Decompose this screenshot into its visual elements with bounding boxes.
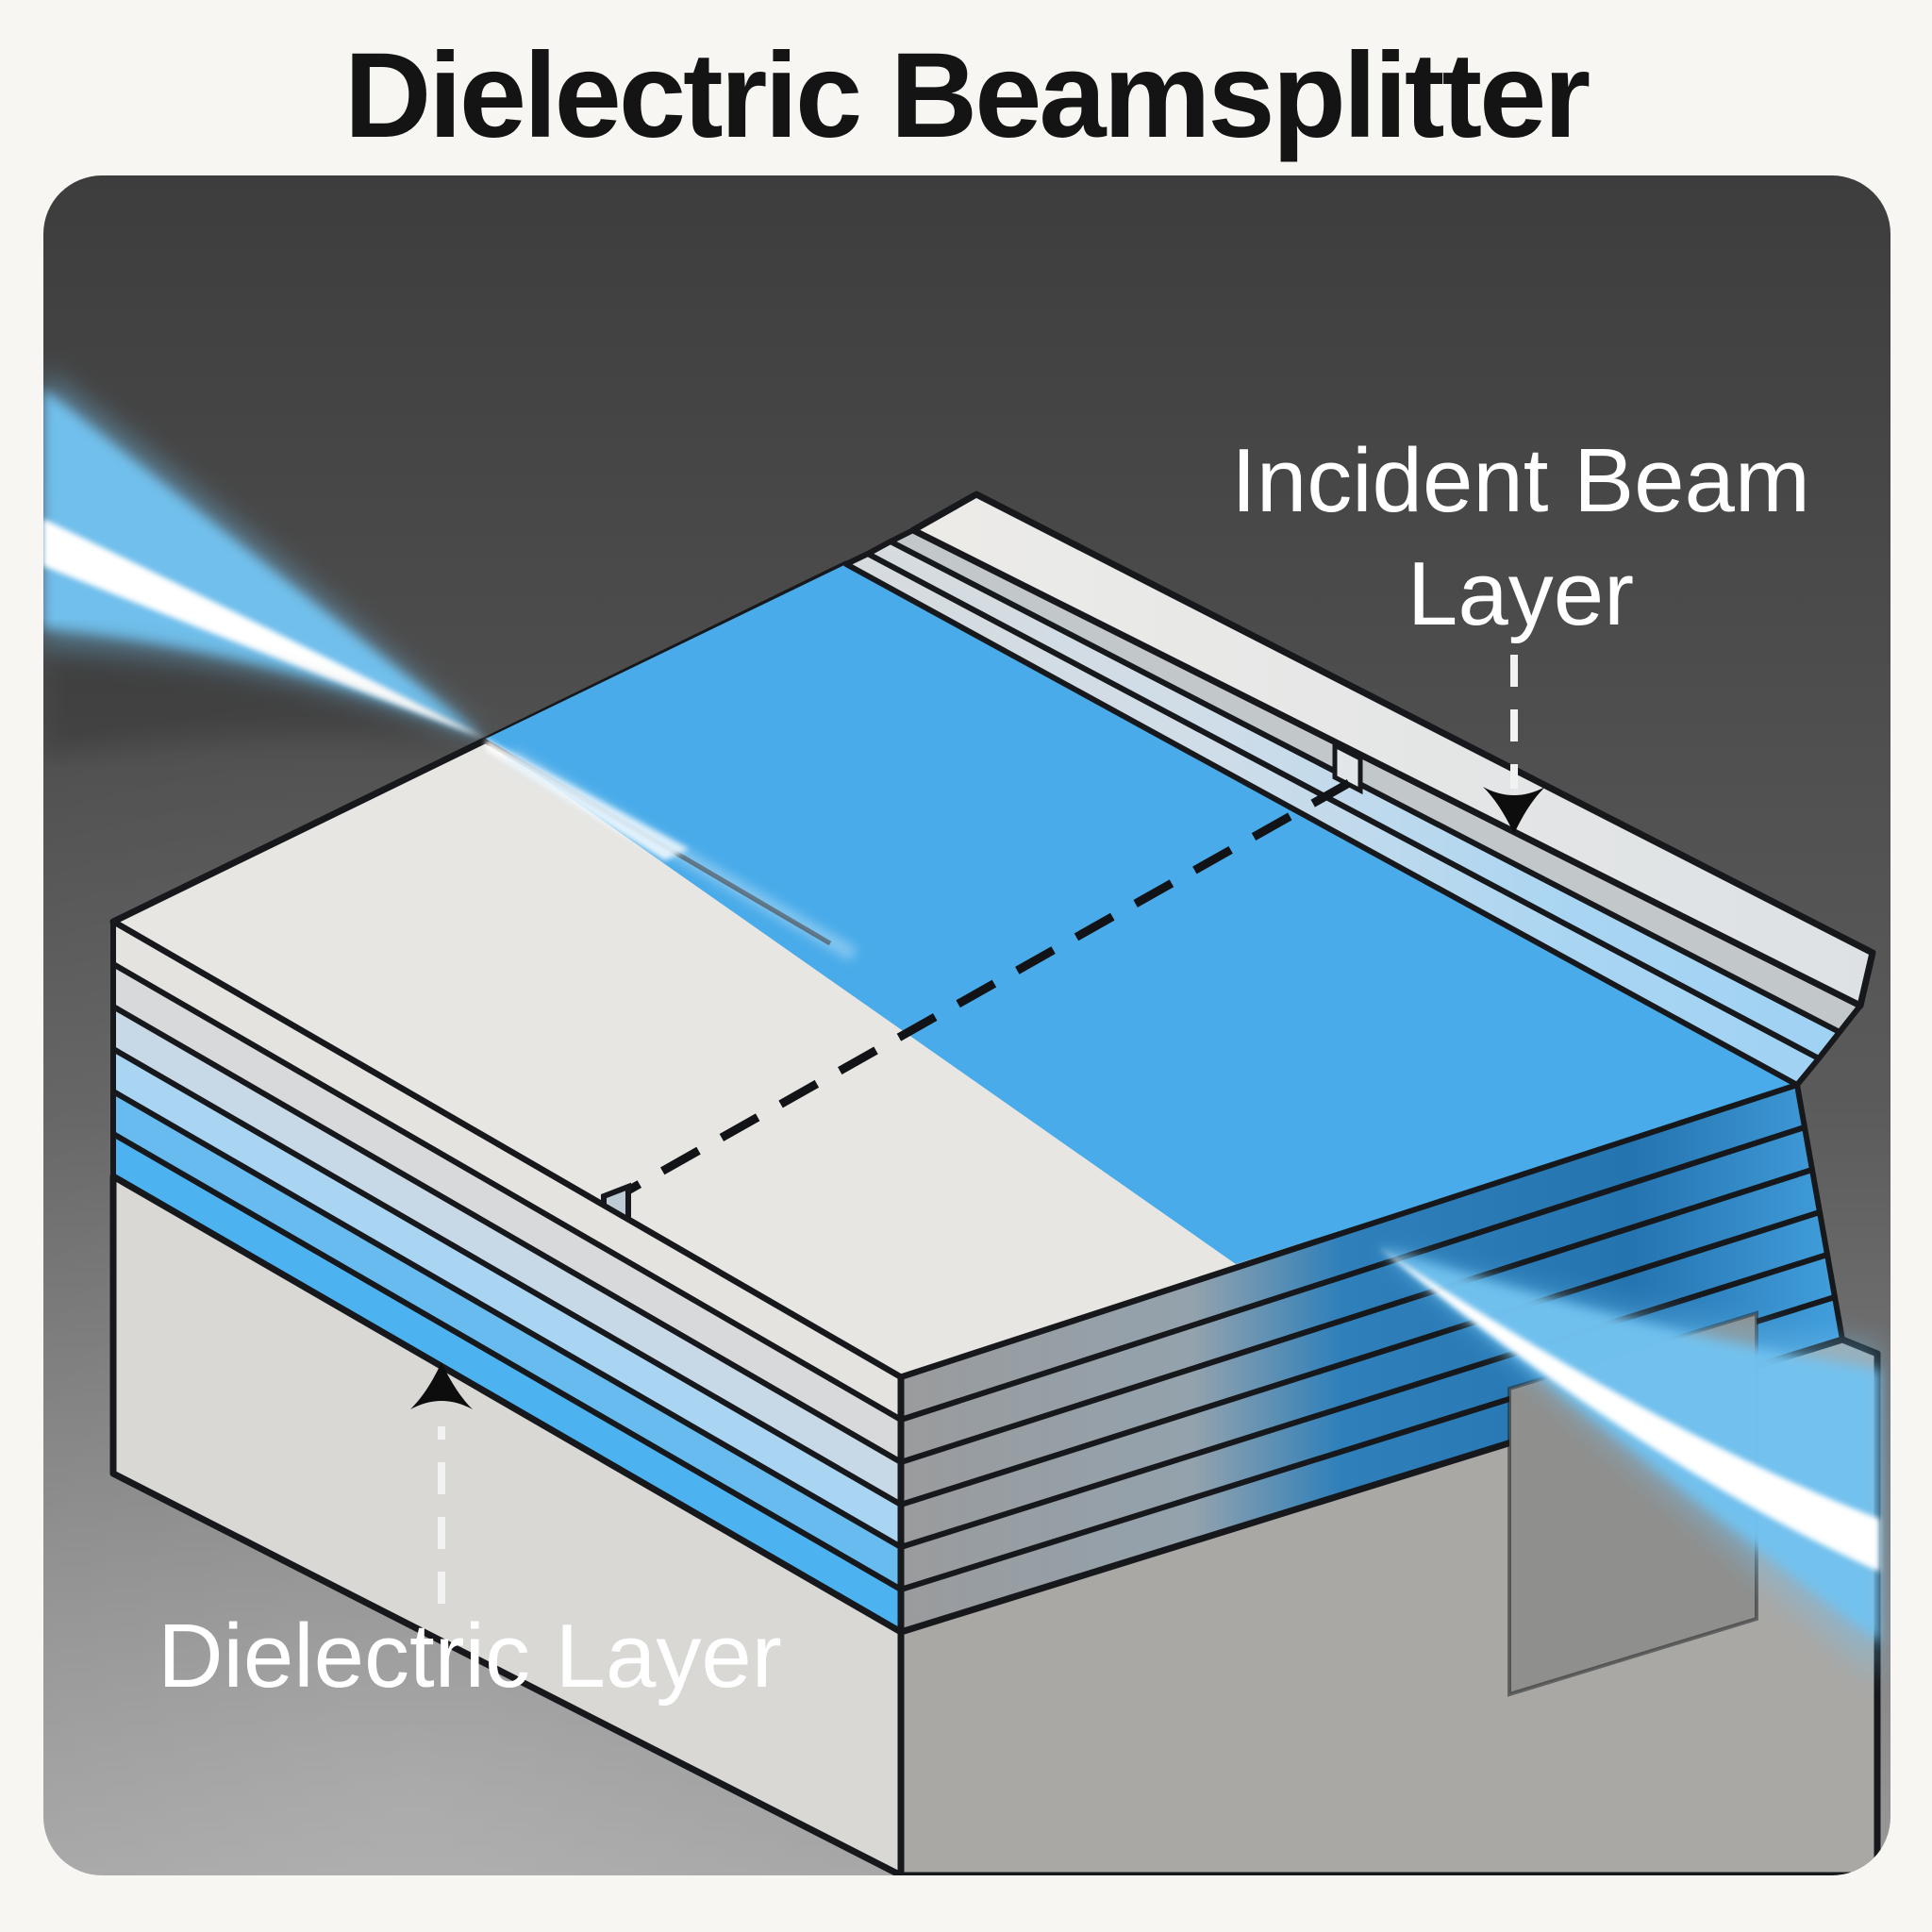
exit-beam [1379, 1247, 1879, 1643]
substrate-front-left-face [109, 1173, 905, 1875]
incident-beam-layer-strip [909, 491, 1876, 1009]
dielectric-layer-label: Dielectric Layer [158, 1606, 782, 1707]
dielectric-arrowhead-icon [410, 1362, 473, 1409]
incident-arrowhead-icon [1483, 787, 1545, 834]
incident-label-line2: Layer [1407, 543, 1634, 644]
incident-beam-layer-label: Incident Beam [1231, 430, 1810, 531]
refracted-fringe [506, 748, 858, 961]
beam-footprint [486, 564, 1797, 1264]
split-dashed-line [608, 779, 1352, 1204]
exit-beam-core [1379, 1247, 1879, 1572]
strip-notch [1332, 741, 1363, 795]
page-title: Dielectric Beamsplitter [343, 28, 1591, 163]
incident-beam-core [43, 519, 486, 739]
incident-label-line1: Incident Beam [1231, 430, 1810, 531]
incident-beam-layer-label-line2: Layer [1407, 543, 1634, 644]
incident-beam-shadow [43, 632, 486, 755]
dielectric-label-text: Dielectric Layer [158, 1606, 782, 1707]
